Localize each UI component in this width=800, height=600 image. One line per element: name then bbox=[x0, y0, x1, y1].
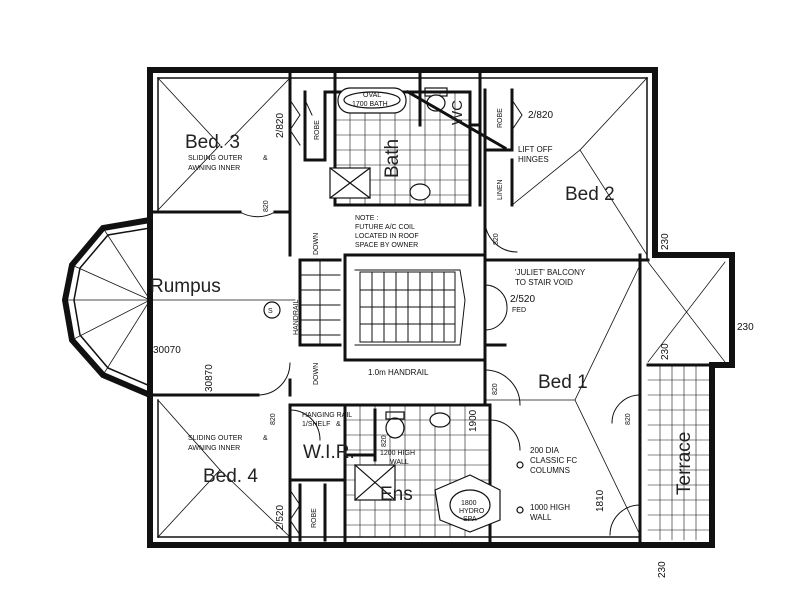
columns-label-2: CLASSIC FC bbox=[530, 456, 577, 465]
dim-30070: 30070 bbox=[153, 345, 181, 356]
dim-820-wc-ens: 820 bbox=[381, 435, 388, 447]
hanging-rail-2: 1/SHELF bbox=[302, 421, 330, 428]
juliet-label-2: TO STAIR VOID bbox=[515, 278, 573, 287]
sliding-bed4-1: SLIDING OUTER bbox=[188, 435, 242, 442]
dim-1810: 1810 bbox=[595, 489, 606, 512]
room-ens: Ens bbox=[380, 484, 413, 505]
robe-label-bed3: ROBE bbox=[314, 120, 321, 140]
down-label-bottom: DOWN bbox=[313, 363, 320, 385]
dim-820-bed1-door: 820 bbox=[492, 383, 499, 395]
room-bed2: Bed 2 bbox=[565, 184, 615, 205]
dim-230-mid: 230 bbox=[660, 343, 671, 360]
room-bath: Bath bbox=[382, 139, 403, 178]
note-line-3: LOCATED IN ROOF bbox=[355, 233, 419, 240]
high-wall-1200-1: 1200 HIGH bbox=[380, 450, 415, 457]
sliding-bed3-2: AWNING INNER bbox=[188, 165, 240, 172]
spa-label-1: 1800 bbox=[461, 500, 477, 507]
dim-820-bed4-door: 820 bbox=[270, 413, 277, 425]
note-line-1: NOTE : bbox=[355, 215, 378, 222]
spa-label-2: HYDRO bbox=[459, 508, 485, 515]
room-bed4: Bed. 4 bbox=[203, 466, 258, 487]
sliding-bed3-1: SLIDING OUTER bbox=[188, 155, 242, 162]
dim-2820-bed2: 2/820 bbox=[528, 110, 553, 121]
outer-wall-inner-lines bbox=[157, 77, 648, 538]
room-wir: W.I.R. bbox=[303, 442, 355, 463]
dim-820-bed2-door: 820 bbox=[493, 233, 500, 245]
ceiling-hip-lines bbox=[157, 77, 726, 538]
dim-820-bed1-terrace: 820 bbox=[625, 413, 632, 425]
robe-label-bed2: ROBE bbox=[497, 108, 504, 128]
fed-label: FED bbox=[512, 307, 526, 314]
lift-off-label-1: LIFT OFF bbox=[518, 145, 553, 154]
spa-label-3: SPA bbox=[463, 516, 477, 523]
note-line-2: FUTURE A/C COIL bbox=[355, 224, 415, 231]
rumpus-bay bbox=[61, 216, 296, 400]
wall-1000-label-1: 1000 HIGH bbox=[530, 503, 570, 512]
high-wall-1200-2: WALL bbox=[390, 459, 409, 466]
lift-off-label-2: HINGES bbox=[518, 155, 549, 164]
oval-bath-label-1: OVAL bbox=[363, 92, 381, 99]
room-wc: WC bbox=[449, 100, 466, 125]
juliet-label-1: 'JULIET' BALCONY bbox=[515, 268, 586, 277]
dim-2520-fed: 2/520 bbox=[510, 294, 535, 305]
dim-230-right: 230 bbox=[737, 322, 754, 333]
room-rumpus: Rumpus bbox=[150, 276, 221, 297]
sliding-bed4-2: AWNING INNER bbox=[188, 445, 240, 452]
fixtures bbox=[263, 87, 524, 533]
stair bbox=[299, 259, 466, 346]
oval-bath-label-2: 1700 BATH bbox=[352, 101, 388, 108]
room-bed1: Bed 1 bbox=[538, 372, 588, 393]
down-label-top: DOWN bbox=[313, 233, 320, 255]
handrail-label: HANDRAIL bbox=[293, 299, 300, 335]
amp-bed3: & bbox=[263, 155, 268, 162]
terrace-tiles bbox=[647, 364, 713, 541]
dim-2520-bed4: 2/520 bbox=[275, 505, 286, 530]
dim-230-bottom: 230 bbox=[657, 561, 668, 578]
interior-walls bbox=[148, 68, 714, 547]
bath-tiles bbox=[334, 91, 471, 206]
wall-1000-label-2: WALL bbox=[530, 513, 552, 522]
room-bed3: Bed. 3 bbox=[185, 132, 240, 153]
amp-bed4: & bbox=[263, 435, 268, 442]
robe-label-bed4: ROBE bbox=[311, 508, 318, 528]
linen-label: LINEN bbox=[497, 179, 504, 200]
amp-wir: & bbox=[336, 421, 341, 428]
note-line-4: SPACE BY OWNER bbox=[355, 242, 418, 249]
hanging-rail-1: HANGING RAIL bbox=[302, 412, 352, 419]
dim-230-top: 230 bbox=[660, 233, 671, 250]
room-terrace: Terrace bbox=[674, 432, 695, 495]
smoke-detector: S bbox=[268, 308, 273, 315]
columns-label-1: 200 DIA bbox=[530, 446, 560, 455]
columns-label-3: COLUMNS bbox=[530, 466, 570, 475]
dim-2820-bed3: 2/820 bbox=[275, 113, 286, 138]
handrail-1m-label: 1.0m HANDRAIL bbox=[368, 368, 429, 377]
dim-820-bed3-door: 820 bbox=[263, 200, 270, 212]
dim-30870: 30870 bbox=[204, 364, 215, 392]
door-swings bbox=[239, 99, 641, 536]
dim-1900: 1900 bbox=[468, 409, 479, 432]
